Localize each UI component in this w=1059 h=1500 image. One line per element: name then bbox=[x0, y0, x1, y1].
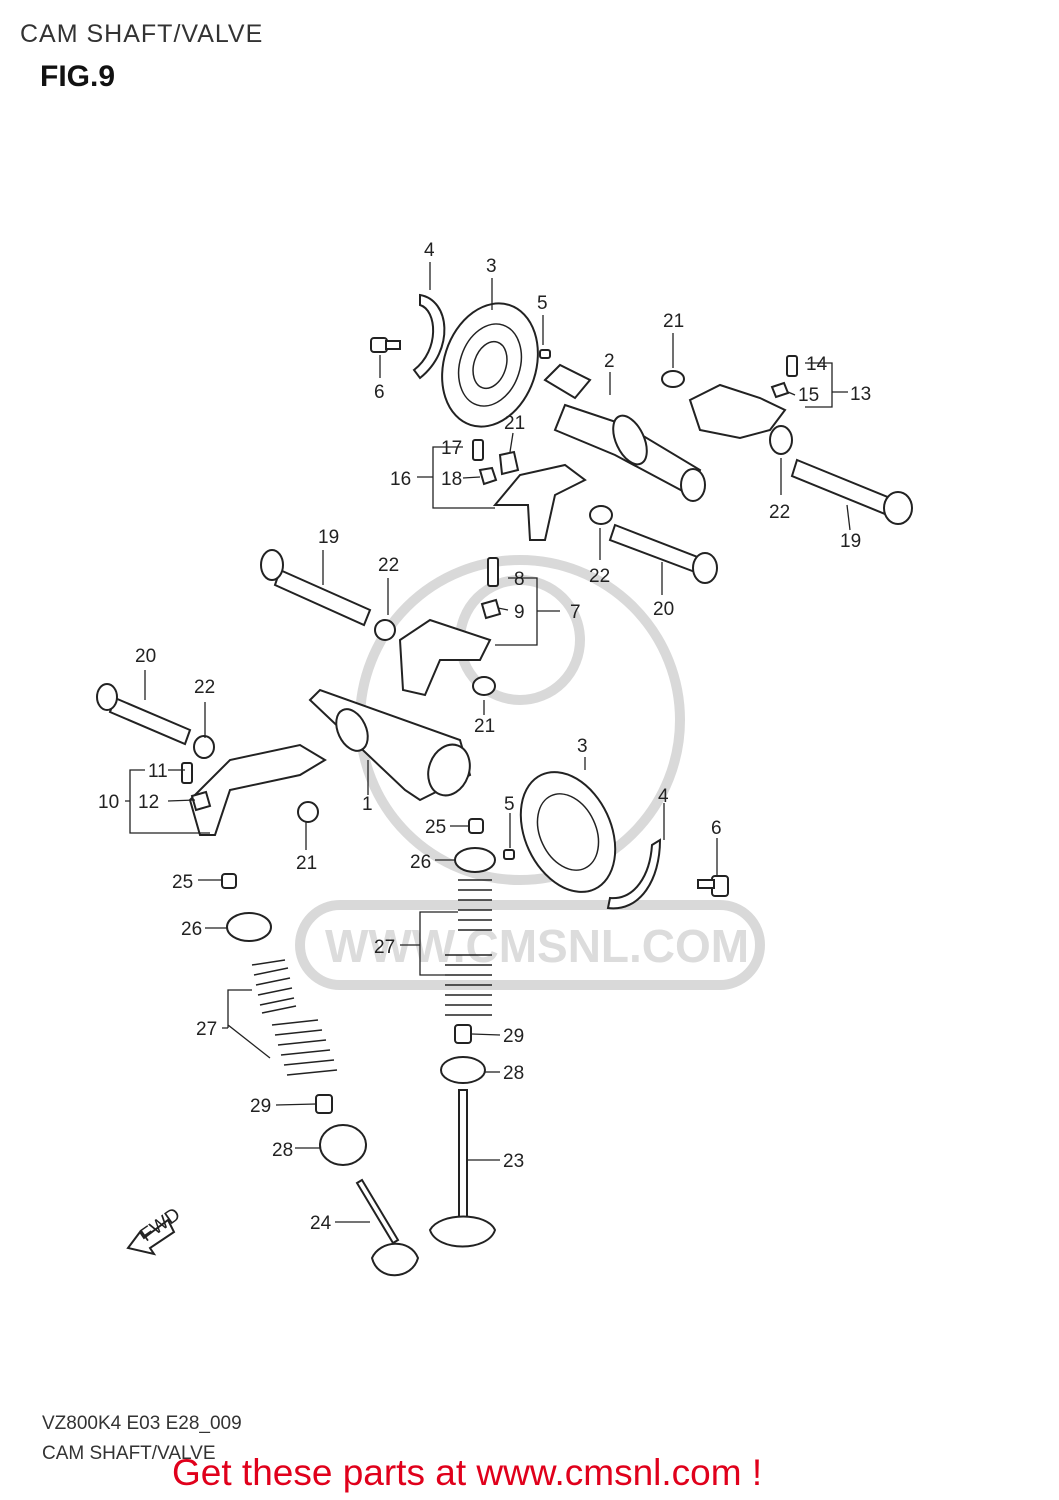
washer-21-upper-right bbox=[661, 370, 685, 388]
retainer-26-right bbox=[454, 847, 496, 873]
washer-22-lower-left bbox=[193, 735, 215, 759]
spring-27-right-outer bbox=[445, 954, 492, 1016]
callout-14: 14 bbox=[806, 354, 828, 375]
seal-29-right bbox=[454, 1024, 472, 1044]
circlip-4-upper bbox=[412, 293, 446, 380]
callout-13: 13 bbox=[850, 384, 871, 405]
seat-28-left bbox=[319, 1124, 367, 1166]
sprocket-3-lower bbox=[519, 771, 617, 893]
washer-22-upper-right bbox=[769, 425, 793, 455]
callout-25: 25 bbox=[172, 872, 193, 893]
callout-20: 20 bbox=[135, 646, 156, 667]
retainer-26-left bbox=[226, 912, 272, 942]
callout-3: 3 bbox=[486, 256, 497, 277]
callout-19: 19 bbox=[840, 531, 861, 552]
callout-5: 5 bbox=[504, 794, 515, 815]
callout-4: 4 bbox=[658, 786, 669, 807]
washer-21-lower-left bbox=[297, 801, 319, 823]
callout-9: 9 bbox=[514, 602, 525, 623]
spring-27-right-inner bbox=[458, 879, 492, 931]
bolt-6-upper bbox=[370, 337, 401, 353]
bolt-6-lower bbox=[697, 875, 729, 897]
callout-1: 1 bbox=[362, 794, 373, 815]
callout-8: 8 bbox=[514, 569, 525, 590]
callout-18: 18 bbox=[441, 469, 462, 490]
callout-21: 21 bbox=[296, 853, 317, 874]
callout-26: 26 bbox=[410, 852, 431, 873]
bracket-13 bbox=[688, 355, 798, 440]
shaft-20-lower bbox=[108, 696, 192, 746]
callout-20: 20 bbox=[653, 599, 674, 620]
callout-21: 21 bbox=[504, 413, 525, 434]
pin-5-lower bbox=[503, 849, 515, 860]
valve-24 bbox=[355, 1178, 420, 1277]
fwd-arrow-icon: FWD bbox=[126, 1204, 184, 1256]
callout-labels: 4 3 5 6 2 21 14 15 13 17 21 16 18 22 19 … bbox=[98, 240, 871, 1234]
callout-6: 6 bbox=[374, 382, 385, 403]
page-title: CAM SHAFT/VALVE bbox=[20, 20, 264, 48]
callout-7: 7 bbox=[570, 602, 581, 623]
washer-22-lower-mid bbox=[374, 619, 396, 641]
cotter-25-left bbox=[221, 873, 237, 889]
seat-28-right bbox=[440, 1056, 486, 1084]
camshaft-1 bbox=[308, 688, 472, 802]
callout-15: 15 bbox=[798, 385, 819, 406]
valve-23 bbox=[428, 1089, 497, 1248]
rocker-arm-lower-left bbox=[181, 743, 327, 836]
callout-10: 10 bbox=[98, 792, 119, 813]
callout-11: 11 bbox=[148, 761, 168, 782]
valve-train bbox=[221, 818, 497, 1277]
callout-27: 27 bbox=[374, 937, 395, 958]
callout-27: 27 bbox=[196, 1019, 217, 1040]
camshaft-2 bbox=[543, 363, 706, 502]
leader-lines bbox=[125, 262, 851, 1223]
cotter-25-right bbox=[468, 818, 484, 834]
callout-26: 26 bbox=[181, 919, 202, 940]
upper-cam-assembly bbox=[370, 293, 913, 584]
watermark: WWW.CMSNL.COM bbox=[295, 555, 765, 990]
callout-28: 28 bbox=[503, 1063, 524, 1084]
watermark-text: WWW.CMSNL.COM bbox=[325, 920, 749, 972]
shaft-19-lower bbox=[273, 568, 372, 627]
footer-title: CAM SHAFT/VALVE bbox=[42, 1443, 216, 1464]
washer-22-upper-mid bbox=[589, 505, 613, 525]
callout-19: 19 bbox=[318, 527, 339, 548]
shaft-19-upper bbox=[790, 458, 892, 516]
callout-4: 4 bbox=[424, 240, 435, 261]
seal-29-left bbox=[315, 1094, 333, 1114]
sprocket-3-upper bbox=[441, 302, 539, 428]
circlip-4-lower bbox=[606, 838, 662, 910]
callout-3: 3 bbox=[577, 736, 588, 757]
rocker-arm-lower-mid bbox=[398, 557, 502, 697]
model-code: VZ800K4 E03 E28_009 bbox=[42, 1413, 242, 1434]
callout-22: 22 bbox=[378, 555, 399, 576]
callout-21: 21 bbox=[663, 311, 684, 332]
callout-22: 22 bbox=[589, 566, 610, 587]
callout-17: 17 bbox=[441, 438, 462, 459]
callout-25: 25 bbox=[425, 817, 446, 838]
lower-cam-assembly bbox=[96, 549, 729, 910]
callout-29: 29 bbox=[503, 1026, 524, 1047]
spring-27-left-inner bbox=[251, 959, 297, 1014]
callout-22: 22 bbox=[769, 502, 790, 523]
shaft-20-upper bbox=[608, 523, 702, 574]
callout-21: 21 bbox=[474, 716, 495, 737]
callout-5: 5 bbox=[537, 293, 548, 314]
rocker-arm-upper bbox=[472, 439, 587, 541]
pin-5-upper bbox=[539, 349, 551, 359]
callout-22: 22 bbox=[194, 677, 215, 698]
spring-27-left-outer bbox=[271, 1019, 338, 1076]
callout-28: 28 bbox=[272, 1140, 293, 1161]
figure-label: FIG.9 bbox=[40, 60, 116, 93]
promo-link[interactable]: Get these parts at www.cmsnl.com ! bbox=[172, 1452, 763, 1493]
callout-29: 29 bbox=[250, 1096, 271, 1117]
callout-23: 23 bbox=[503, 1151, 524, 1172]
callout-6: 6 bbox=[711, 818, 722, 839]
callout-16: 16 bbox=[390, 469, 411, 490]
callout-12: 12 bbox=[138, 792, 159, 813]
callout-24: 24 bbox=[310, 1213, 332, 1234]
callout-2: 2 bbox=[604, 351, 615, 372]
